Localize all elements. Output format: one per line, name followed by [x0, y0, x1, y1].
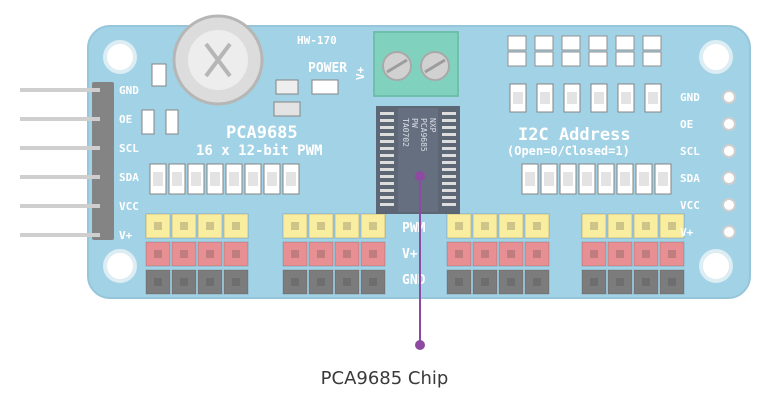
board-name: PCA9685 [226, 123, 298, 143]
right-pin-label: V+ [680, 226, 694, 239]
fade-overlay [0, 0, 769, 320]
chip-text-line: NXP [428, 118, 437, 133]
pca9685-chip [376, 106, 460, 214]
right-pin-label: VCC [680, 199, 700, 212]
resistor-arrays [149, 163, 672, 195]
left-pin-label: OE [119, 113, 132, 126]
chip-text-line: PW [410, 118, 419, 128]
left-pin-label: VCC [119, 200, 139, 213]
i2c-title: I2C Address [518, 125, 631, 145]
left-header-pins [20, 82, 114, 240]
power-label: POWER [308, 61, 347, 76]
left-pin-label: GND [119, 84, 139, 97]
callout-dot-bottom [415, 340, 425, 350]
model-label: HW-170 [297, 34, 337, 47]
chip-text-line: PCA9685 [419, 118, 428, 152]
chip-callout [415, 171, 425, 350]
left-pin-label: SDA [119, 171, 139, 184]
screw-terminal [373, 31, 459, 97]
header-label: V+ [402, 247, 418, 262]
board-text: HW-170 POWER V+ PCA9685 16 x 12-bit PWM … [119, 34, 700, 288]
smd-parts-left [141, 63, 339, 135]
right-pin-label: GND [680, 91, 700, 104]
right-pin-label: SCL [680, 145, 700, 158]
i2c-note: (Open=0/Closed=1) [507, 144, 630, 158]
chip-text-line: TA0702 [401, 118, 410, 147]
chip-caption: PCA9685 Chip [320, 368, 449, 389]
right-pin-label: OE [680, 118, 693, 131]
vplus-terminal-label: V+ [354, 66, 367, 80]
smd-parts-right [507, 35, 662, 113]
mounting-holes [103, 40, 733, 283]
capacitor [172, 14, 264, 106]
left-pin-label: SCL [119, 142, 139, 155]
servo-headers [145, 213, 685, 295]
right-pin-label: SDA [680, 172, 700, 185]
left-pin-label: V+ [119, 229, 133, 242]
right-pin-pads [722, 90, 736, 239]
callout-dot-top [415, 171, 425, 181]
board-subtitle: 16 x 12-bit PWM [196, 143, 322, 159]
